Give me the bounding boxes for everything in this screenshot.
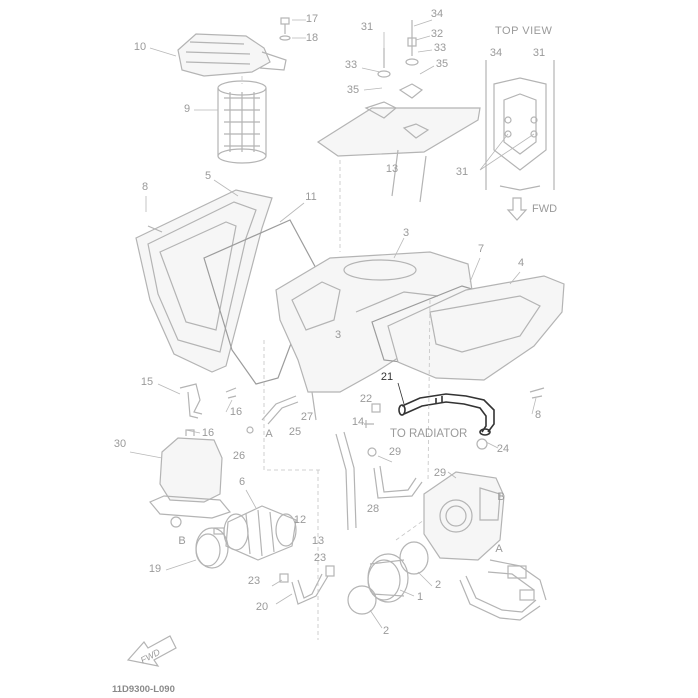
callout-2: 2 bbox=[435, 579, 441, 591]
callout-22: 22 bbox=[360, 393, 372, 405]
callout-17: 17 bbox=[306, 13, 318, 25]
callout-3: 3 bbox=[403, 227, 409, 239]
throttle-body bbox=[423, 438, 547, 621]
frame-bracket-assembly bbox=[316, 20, 481, 203]
callout-34: 34 bbox=[490, 47, 502, 59]
callout-33: 33 bbox=[345, 59, 357, 71]
part-10-intake-duct bbox=[177, 33, 287, 77]
callout-35: 35 bbox=[436, 58, 448, 70]
callout-18: 18 bbox=[306, 32, 318, 44]
callout-13: 13 bbox=[386, 163, 398, 175]
fwd-arrow-bottom bbox=[126, 635, 177, 667]
callout-14: 14 bbox=[352, 416, 364, 428]
callout-B: B bbox=[497, 491, 504, 503]
callout-25: 25 bbox=[289, 426, 301, 438]
callout-29: 29 bbox=[434, 467, 446, 479]
callout-19: 19 bbox=[149, 563, 161, 575]
callout-2: 2 bbox=[383, 625, 389, 637]
part-21-radiator-hose bbox=[397, 382, 495, 436]
callout-31: 31 bbox=[361, 21, 373, 33]
to-radiator-label: TO RADIATOR bbox=[390, 428, 467, 440]
callout-32: 32 bbox=[431, 28, 443, 40]
callout-A: A bbox=[495, 543, 503, 555]
part-1-2-joint-clamps bbox=[347, 541, 429, 615]
callout-21: 21 bbox=[381, 371, 393, 383]
part-6-intake-joint bbox=[223, 505, 297, 561]
diagram-code: 11D9300-L090 bbox=[112, 684, 175, 695]
callout-30: 30 bbox=[114, 438, 126, 450]
callout-B: B bbox=[178, 535, 185, 547]
part-5-airbox-lid bbox=[135, 189, 273, 373]
callout-7: 7 bbox=[478, 243, 484, 255]
callout-1: 1 bbox=[417, 591, 423, 603]
part-19-clamp bbox=[195, 527, 229, 569]
callout-33: 33 bbox=[434, 42, 446, 54]
callout-6: 6 bbox=[239, 476, 245, 488]
callout-3: 3 bbox=[335, 329, 341, 341]
callout-13: 13 bbox=[312, 535, 324, 547]
part-30-breather-tank bbox=[149, 429, 232, 528]
fwd-label-top: FWD bbox=[532, 203, 557, 215]
callout-31: 31 bbox=[533, 47, 545, 59]
callout-23: 23 bbox=[248, 575, 260, 587]
callout-5: 5 bbox=[205, 170, 211, 182]
callout-11: 11 bbox=[305, 191, 316, 203]
callout-31: 31 bbox=[456, 166, 468, 178]
callout-16: 16 bbox=[230, 406, 242, 418]
misc-fasteners bbox=[246, 387, 545, 457]
callout-A: A bbox=[265, 428, 273, 440]
callout-9: 9 bbox=[184, 103, 190, 115]
callout-34: 34 bbox=[431, 8, 443, 20]
top-view-inset bbox=[479, 60, 555, 221]
small-hoses bbox=[261, 395, 423, 605]
callout-8: 8 bbox=[535, 409, 541, 421]
assembly-dashed-lines bbox=[241, 76, 431, 640]
top-view-label: TOP VIEW bbox=[495, 25, 553, 37]
callout-12: 12 bbox=[294, 514, 306, 526]
callout-20: 20 bbox=[256, 601, 268, 613]
part-9-air-filter bbox=[217, 80, 267, 164]
part-17-18-screw bbox=[279, 17, 291, 41]
callout-8: 8 bbox=[142, 181, 148, 193]
callout-16: 16 bbox=[202, 427, 214, 439]
part-4-side-cover bbox=[387, 275, 565, 381]
callout-23: 23 bbox=[314, 552, 326, 564]
part-11-gasket bbox=[203, 219, 319, 385]
callout-28: 28 bbox=[367, 503, 379, 515]
fwd-label-bottom: FWD bbox=[139, 647, 162, 666]
callout-10: 10 bbox=[134, 41, 146, 53]
callout-27: 27 bbox=[301, 411, 313, 423]
callout-15: 15 bbox=[141, 376, 153, 388]
callout-29: 29 bbox=[389, 446, 401, 458]
callout-26: 26 bbox=[233, 450, 245, 462]
callout-35: 35 bbox=[347, 84, 359, 96]
leader-lines bbox=[129, 19, 537, 629]
callout-4: 4 bbox=[518, 257, 524, 269]
part-15-drain-hose bbox=[179, 383, 237, 419]
callout-24: 24 bbox=[497, 443, 509, 455]
